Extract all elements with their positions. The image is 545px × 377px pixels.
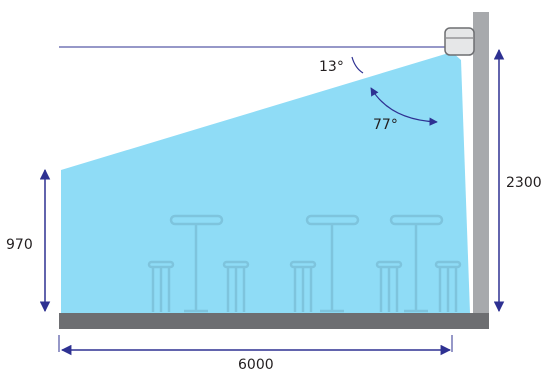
ceiling-sensor-icon [444, 27, 475, 56]
angle-label-77: 77° [373, 117, 398, 133]
coverage-area [61, 52, 470, 313]
stool-4 [375, 260, 403, 312]
dimension-label-970: 970 [6, 237, 33, 253]
stool-1 [147, 260, 175, 312]
stools [147, 214, 462, 313]
stool-5 [434, 260, 462, 312]
floor [59, 313, 489, 329]
wall [473, 12, 489, 314]
angle-arc-13 [351, 56, 364, 74]
angle-label-13: 13° [319, 59, 344, 75]
bar-table-3 [389, 214, 444, 313]
bar-table-1 [169, 214, 224, 313]
angle-arc-77 [370, 87, 438, 126]
stool-3 [289, 260, 317, 312]
dimension-label-2300: 2300 [506, 175, 542, 191]
dimension-label-6000: 6000 [238, 357, 274, 372]
stool-2 [222, 260, 250, 312]
bar-table-2 [305, 214, 360, 313]
